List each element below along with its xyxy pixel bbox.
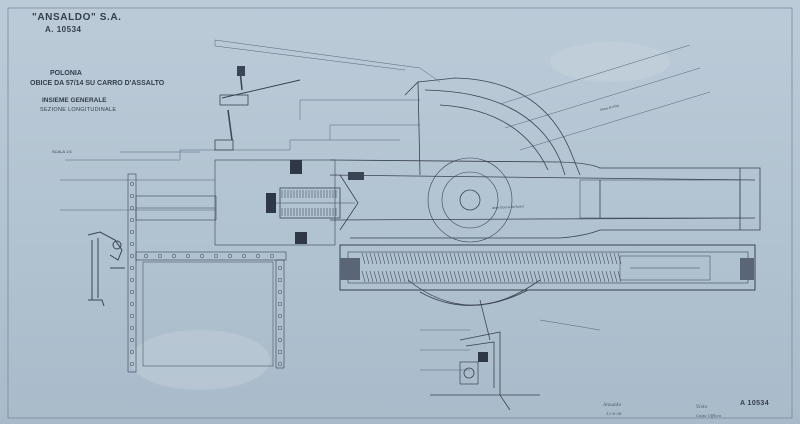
country-title: POLONIA	[50, 70, 82, 77]
scale-label: SCALA 1:5	[52, 149, 72, 154]
company-name: "ANSALDO" S.A.	[32, 12, 122, 23]
sheet-border	[7, 7, 793, 419]
elevating-handwheel	[214, 66, 301, 151]
lower-bracket	[430, 299, 540, 411]
checker-role: Capo Ufficio	[696, 413, 722, 418]
barrel	[329, 159, 761, 239]
drawing-number: A. 10534	[45, 25, 82, 34]
frame-bolt-holes	[129, 181, 283, 367]
drafter-date: 12-6-38	[606, 411, 622, 416]
subject-title: OBICE DA 57/14 SU CARRO D'ASSALTO	[30, 80, 165, 87]
paper-stain	[550, 42, 670, 82]
breech-threads	[281, 190, 337, 216]
drafter-signature: Ansaldo	[603, 403, 622, 408]
rear-mount-frame	[127, 173, 287, 373]
sheet-number: A 10534	[740, 400, 770, 407]
paper-stain	[130, 330, 270, 390]
assembly-title: INSIEME GENERALE	[42, 97, 107, 104]
recoil-cylinder	[339, 244, 756, 291]
breech-block	[214, 159, 364, 246]
checker-signature: Visto	[696, 405, 708, 410]
recoil-spring-coils	[361, 252, 622, 283]
hull-outline	[60, 39, 711, 371]
firing-grip	[87, 231, 125, 307]
section-title: SEZIONE LONGITUDINALE	[40, 107, 117, 113]
gun-mantlet	[404, 77, 581, 306]
